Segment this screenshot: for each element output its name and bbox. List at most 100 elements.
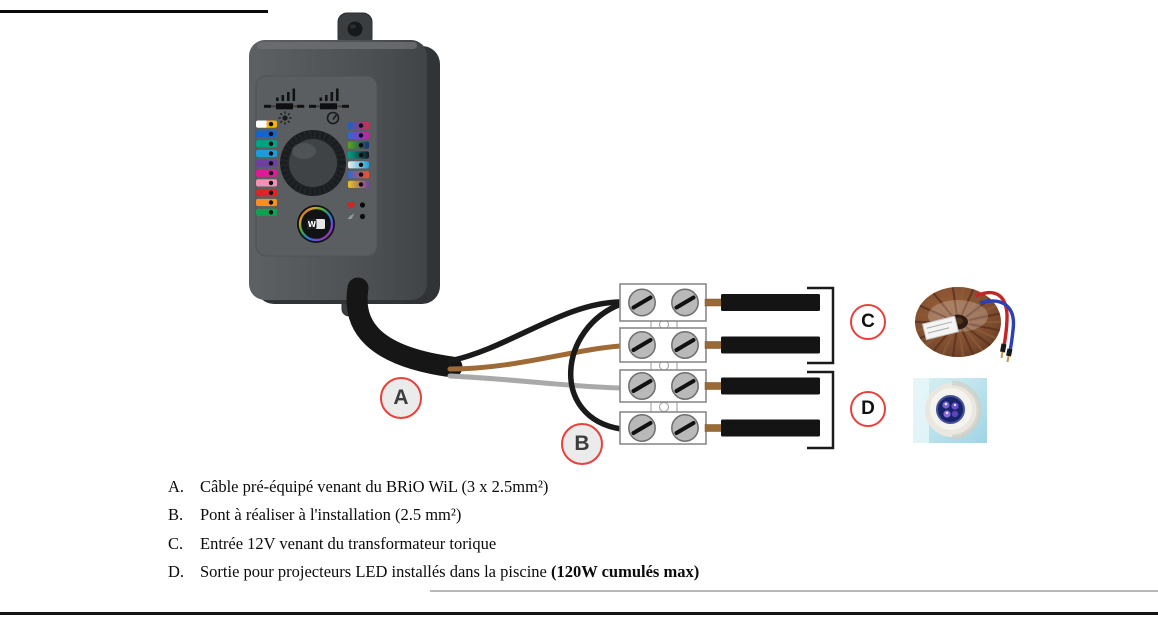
speed-slider	[309, 103, 349, 110]
button-led	[268, 200, 274, 205]
mode-button	[348, 180, 369, 188]
callout-a: A	[380, 377, 422, 419]
legend-text-a: Câble pré-équipé venant du BRiO WiL (3 x…	[200, 477, 549, 496]
legend-key-d: D.	[168, 562, 185, 582]
button-led	[268, 170, 274, 176]
color-button	[256, 198, 277, 207]
w-logo: W	[308, 220, 317, 229]
top-border-line	[0, 10, 268, 13]
legend-text-b: Pont à réaliser à l'installation (2.5 mm…	[200, 505, 462, 525]
wire-stub	[704, 424, 723, 432]
brightness-slider	[264, 103, 305, 110]
wire-jumper-b	[568, 301, 624, 432]
color-button	[256, 130, 277, 138]
button-led	[268, 161, 274, 166]
speed-bars	[319, 88, 339, 101]
wire-sleeve	[1006, 348, 1013, 357]
legend-key-a: A.	[168, 477, 185, 496]
callout-b: B	[561, 423, 603, 465]
wire-black	[447, 299, 624, 364]
brightness-bars	[276, 88, 296, 101]
color-button	[256, 140, 277, 148]
legend-item-d: D. Sortie pour projecteurs LED installés…	[168, 562, 699, 590]
mode-button	[348, 131, 369, 139]
mode-button-column	[348, 122, 369, 188]
button-led	[268, 121, 274, 127]
wire-gray	[447, 373, 624, 391]
bracket-c	[807, 286, 835, 365]
color-button	[256, 149, 277, 158]
transformer-wire-red	[975, 290, 1009, 347]
callout-d: D	[850, 391, 886, 427]
button-led	[268, 151, 274, 156]
terminal-strip	[619, 283, 707, 445]
output-cables	[704, 294, 820, 437]
pool-light-photo	[913, 378, 987, 443]
color-button	[256, 189, 277, 197]
legend-key-c: C.	[168, 533, 184, 553]
button-led	[268, 141, 274, 146]
wire-tip	[1000, 351, 1004, 359]
transformer-photo	[915, 287, 1016, 363]
signal-led	[359, 213, 366, 220]
bottom-border-line	[0, 612, 1158, 615]
mode-button	[348, 141, 369, 149]
legend-item-c: C. Entrée 12V venant du transformateur t…	[168, 534, 699, 562]
button-led	[358, 152, 364, 158]
legend-key-b: B.	[168, 505, 184, 525]
button-led	[268, 180, 274, 186]
button-led	[358, 162, 364, 167]
legend-text-c: Entrée 12V venant du transformateur tori…	[200, 533, 497, 553]
wire-stub	[704, 341, 723, 349]
device-top-bevel	[257, 42, 417, 49]
mode-button	[348, 171, 369, 179]
heart-led	[359, 202, 366, 208]
legend-item-b: B. Pont à réaliser à l'installation (2.5…	[168, 505, 699, 533]
callout-d-label: D	[861, 398, 875, 419]
wire-sleeve	[1000, 343, 1007, 353]
transformer-wire-blue	[979, 299, 1016, 352]
color-button	[256, 159, 277, 167]
button-led	[358, 172, 364, 177]
button-led	[268, 131, 274, 137]
callout-b-label: B	[574, 432, 590, 455]
faded-footer-line	[430, 590, 1158, 592]
legend: A. Câble pré-équipé venant du BRiO WiL (…	[168, 477, 699, 591]
mode-button	[348, 122, 369, 130]
heart-icon	[347, 202, 355, 209]
speed-dial-icon	[326, 111, 340, 125]
controller-device: W	[249, 12, 440, 317]
wire-brown	[447, 343, 624, 372]
brightness-sun-icon	[278, 111, 292, 125]
mode-button	[348, 151, 369, 159]
transformer-label	[921, 315, 960, 341]
output-cable	[721, 377, 820, 395]
color-button	[256, 169, 277, 177]
output-cable	[721, 294, 820, 311]
legend-item-a: A. Câble pré-équipé venant du BRiO WiL (…	[168, 477, 699, 505]
mode-button	[348, 161, 369, 169]
wire-tip	[1006, 355, 1010, 363]
w-power-button: W	[297, 205, 335, 243]
callout-c: C	[850, 304, 886, 340]
button-led	[268, 190, 274, 195]
cable-a	[346, 277, 463, 378]
color-button	[256, 179, 277, 187]
signal-icon	[347, 213, 355, 219]
button-led	[358, 182, 364, 187]
rotary-knob	[280, 130, 346, 196]
button-led	[358, 143, 364, 148]
wire-stub	[704, 382, 723, 390]
callout-a-label: A	[393, 386, 409, 409]
mounting-lug-top	[337, 12, 373, 48]
color-button-column	[256, 120, 277, 216]
legend-text-d: Sortie pour projecteurs LED installés da…	[200, 562, 700, 582]
output-cable	[721, 419, 820, 437]
output-cable	[721, 336, 820, 354]
wire-stub	[704, 298, 723, 307]
button-led	[268, 210, 274, 215]
button-led	[358, 123, 364, 128]
callout-c-label: C	[861, 311, 875, 332]
